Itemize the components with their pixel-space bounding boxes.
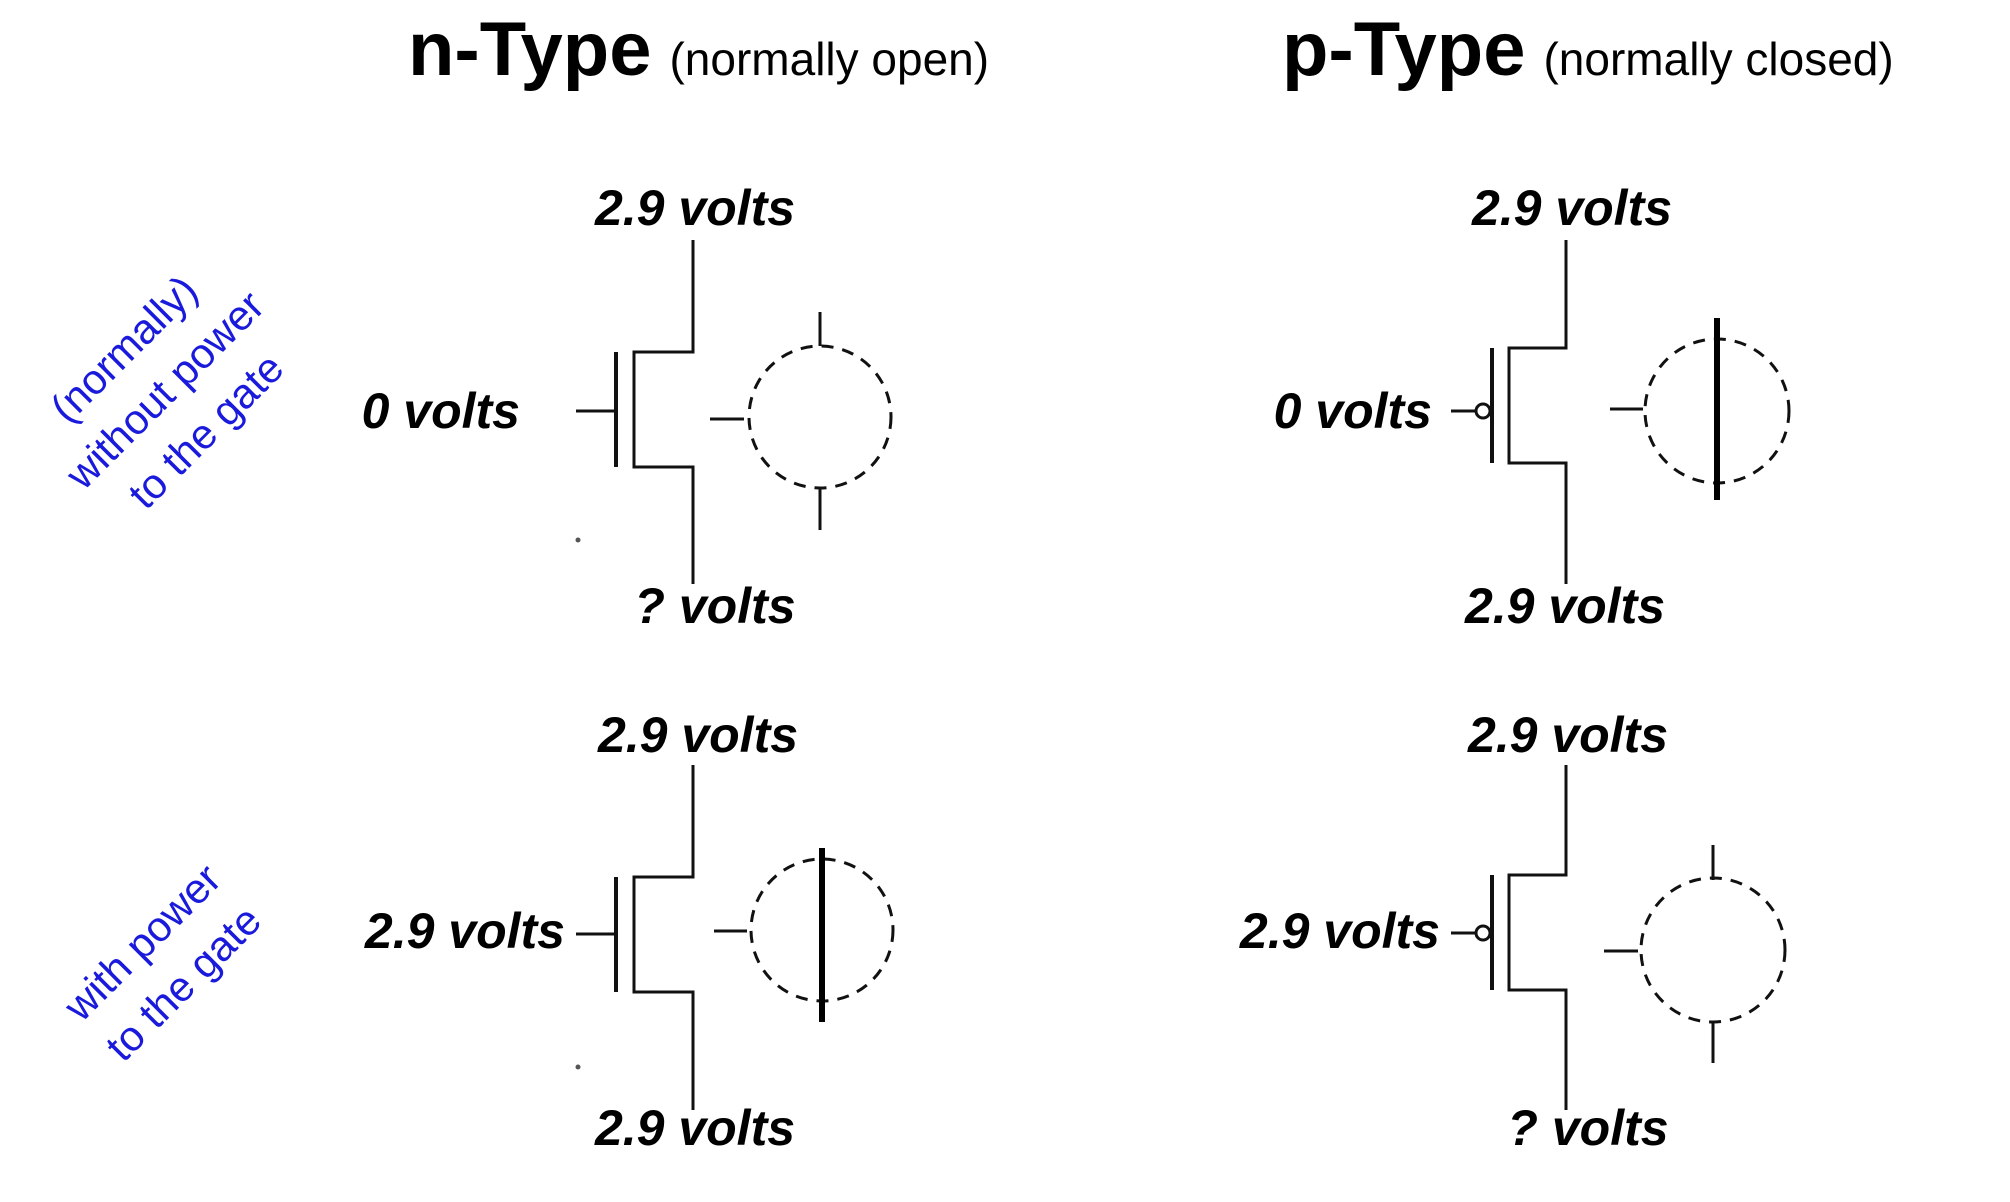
p-off-source-voltage: 2.9 volts [1471,180,1672,236]
n-type-header: n-Type (normally open) [408,7,989,92]
panel-n-type-off: 2.9 volts 0 volts ? volts [362,180,893,634]
p-on-switch-open-icon [1604,845,1787,1063]
n-on-drain-voltage: 2.9 volts [597,707,798,763]
panel-p-type-on: 2.9 volts 2.9 volts ? volts [1239,707,1787,1156]
row-label-off: (normally) without power to the gate [41,266,292,517]
p-on-drain-voltage: ? volts [1507,1100,1668,1156]
n-type-subtitle: (normally open) [669,33,989,85]
panel-n-type-on: 2.9 volts 2.9 volts 2.9 volts [364,707,895,1156]
n-on-switch-closed-icon [714,848,895,1022]
panel-p-type-off: 2.9 volts 0 volts 2.9 volts [1274,180,1791,634]
p-type-subtitle: (normally closed) [1543,33,1893,85]
n-off-transistor-symbol [575,240,695,584]
p-off-transistor-symbol [1451,240,1568,584]
p-off-drain-voltage: 2.9 volts [1464,578,1665,634]
p-on-gate-voltage: 2.9 volts [1239,903,1440,959]
p-on-transistor-symbol [1451,765,1568,1110]
n-off-switch-open-icon [710,312,893,530]
n-on-gate-voltage: 2.9 volts [364,903,565,959]
n-off-source-voltage: ? volts [634,578,795,634]
p-off-gate-voltage: 0 volts [1274,383,1432,439]
row-label-on: with power to the gate [54,855,270,1070]
p-type-header: p-Type (normally closed) [1282,7,1894,92]
p-off-switch-closed-icon [1610,318,1791,500]
n-type-title: n-Type [408,7,651,92]
p-on-source-voltage: 2.9 volts [1467,707,1668,763]
n-on-transistor-symbol [575,765,695,1110]
p-type-title: p-Type [1282,7,1525,92]
n-off-drain-voltage: 2.9 volts [594,180,795,236]
n-off-gate-voltage: 0 volts [362,383,520,439]
